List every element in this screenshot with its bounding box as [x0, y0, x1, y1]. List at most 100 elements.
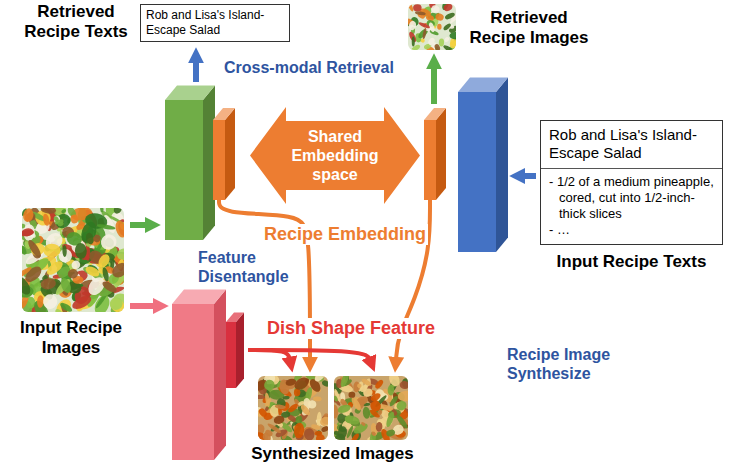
slab-side [236, 312, 244, 388]
retrieval-arrow [431, 66, 437, 104]
food-piece [70, 293, 93, 312]
text-embedding [424, 108, 446, 200]
food-piece [422, 28, 427, 40]
ingredient-line: - 1/2 of a medium pineapple, cored, cut … [549, 174, 714, 222]
food-piece [442, 4, 453, 12]
food-piece [261, 431, 272, 440]
label-holder: Dish Shape Feature [265, 318, 437, 339]
food-piece [410, 44, 421, 50]
step-label: Feature Disentangle [196, 248, 292, 286]
food-piece [427, 37, 436, 46]
food-piece [54, 308, 62, 312]
label-holder: Recipe Embedding [262, 224, 428, 245]
food-piece [334, 432, 347, 440]
shape-text: Shared Embedding space [286, 127, 384, 184]
food-piece [22, 245, 28, 256]
recipe-title: Rob and Lisa's Island-Escape Salad [146, 8, 284, 38]
label-holder: Synthesized Images [240, 444, 425, 464]
label-holder: Input Recipe Images [6, 318, 136, 358]
food-piece [321, 379, 328, 387]
food-piece [40, 208, 56, 214]
food-piece [275, 404, 286, 410]
food-piece [344, 414, 361, 426]
slab-side [436, 108, 446, 200]
food-piece [98, 231, 120, 253]
food-piece [311, 424, 322, 431]
food-piece [336, 403, 351, 414]
food-piece [370, 400, 382, 412]
slab-top [165, 86, 215, 100]
shape-feature [226, 312, 244, 388]
food-piece [408, 20, 417, 31]
salad-photo [329, 371, 415, 446]
food-piece [22, 229, 35, 237]
step-label: Cross-modal Retrieval [222, 58, 396, 77]
salad-photo [402, 0, 461, 55]
food-piece [369, 392, 382, 403]
food-piece [26, 238, 43, 259]
food-piece [334, 404, 339, 418]
food-piece [374, 379, 385, 390]
salad-photo [249, 370, 332, 445]
food-piece [67, 268, 79, 280]
food-piece [273, 415, 285, 425]
food-piece [350, 396, 363, 412]
image-heading: Retrieved Recipe Images [464, 8, 594, 48]
food-piece [22, 208, 35, 223]
slab-side [225, 108, 235, 200]
food-piece [70, 214, 79, 224]
label-holder: Feature Disentangle [196, 248, 292, 286]
slab-front [424, 120, 436, 200]
label-holder: Retrieved Recipe Images [464, 8, 594, 48]
slab-front [458, 92, 496, 252]
food-piece [385, 429, 396, 438]
food-piece [418, 21, 431, 29]
food-piece [412, 37, 415, 47]
food-piece [387, 376, 402, 388]
food-piece [62, 245, 67, 257]
food-piece [84, 264, 101, 278]
food-piece [439, 38, 445, 46]
food-piece [350, 432, 360, 440]
image-heading: Synthesized Images [249, 444, 416, 464]
food-piece [54, 277, 72, 297]
input-arrow [130, 303, 156, 309]
food-piece [360, 421, 366, 426]
feature-label: Dish Shape Feature [265, 318, 437, 339]
food-piece [42, 213, 50, 226]
food-piece [101, 279, 119, 294]
food-piece [258, 395, 266, 399]
food-piece [339, 376, 351, 388]
food-piece [319, 415, 328, 428]
text-encoder [458, 78, 508, 252]
input-arrow [522, 173, 536, 179]
slab-front [213, 120, 225, 200]
feature-label: Recipe Embedding [262, 224, 428, 245]
food-piece [57, 221, 64, 227]
food-piece [420, 38, 425, 43]
ingredient-list: - 1/2 of a medium pineapple, cored, cut … [541, 168, 722, 244]
label-holder: Cross-modal Retrieval [222, 58, 396, 77]
slab-top [172, 290, 226, 304]
food-piece [444, 12, 456, 21]
food-piece [264, 392, 271, 407]
food-piece [109, 260, 124, 281]
food-piece [100, 208, 104, 212]
image-embedding [213, 108, 235, 200]
slab-side [214, 290, 226, 460]
box-heading: Input Recipe Texts [541, 252, 722, 272]
food-piece [42, 293, 58, 310]
shape-encoder [172, 290, 226, 460]
food-piece [430, 4, 441, 15]
retrieval-arrow [193, 60, 199, 82]
food-piece [53, 215, 60, 222]
image-heading: Input Recipe Images [6, 318, 136, 358]
salad-photo [12, 202, 136, 322]
food-piece [434, 12, 444, 22]
food-piece [293, 422, 305, 439]
slab-front [165, 100, 203, 240]
slab-front [226, 322, 236, 388]
food-piece [275, 397, 287, 410]
food-piece [40, 277, 57, 290]
food-piece [395, 399, 408, 412]
